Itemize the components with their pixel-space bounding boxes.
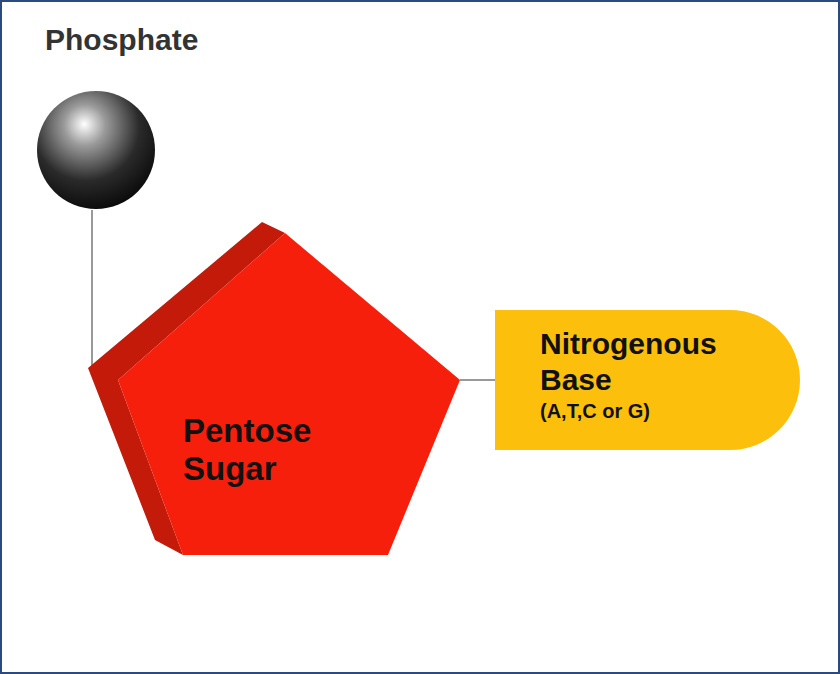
node-label: Phosphate [45, 22, 265, 58]
pentose-sugar-node: Pentose Sugar [88, 222, 460, 555]
connector-line [460, 379, 495, 381]
node-label: Nitrogenous Base [540, 326, 750, 398]
sphere [37, 91, 155, 209]
phosphate-node: Phosphate [45, 22, 265, 212]
nitrogenous-base-node: Nitrogenous Base(A,T,C or G) [495, 310, 800, 450]
pentagon-shape [88, 222, 460, 555]
pentagon-face [118, 233, 460, 555]
node-label: Pentose Sugar [183, 412, 363, 488]
connector-line [91, 210, 93, 368]
node-sublabel: (A,T,C or G) [540, 398, 750, 424]
phosphate-sphere [36, 90, 156, 210]
